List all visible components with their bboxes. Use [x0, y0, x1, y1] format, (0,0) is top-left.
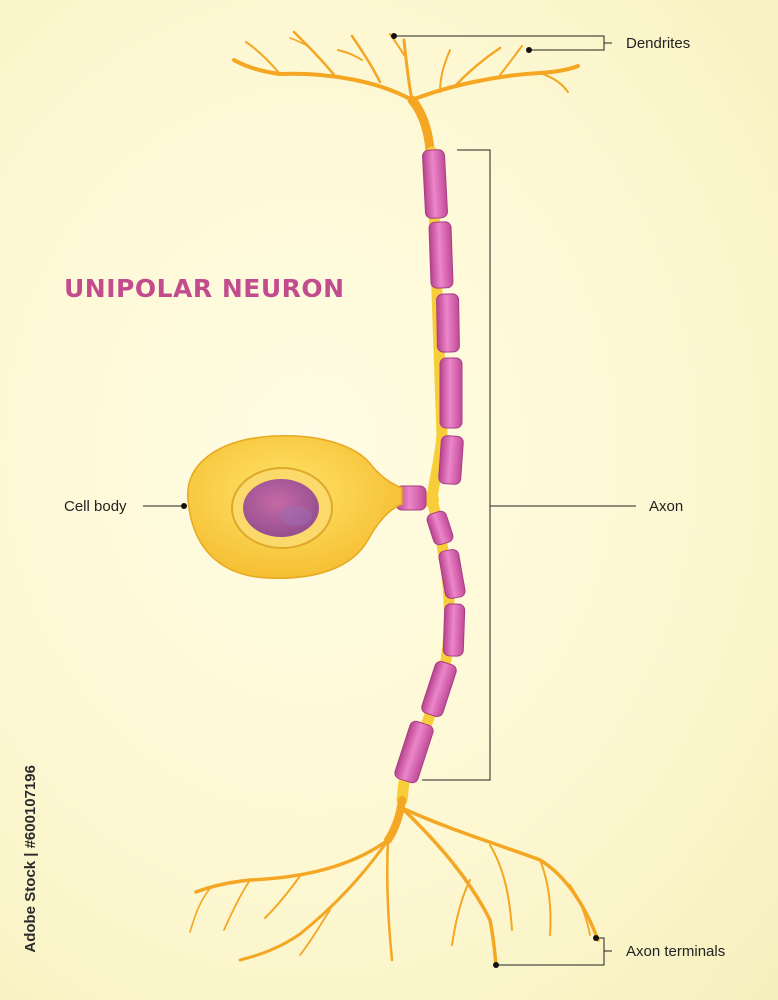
diagram-title: UNIPOLAR NEURON: [64, 274, 345, 303]
myelin-segment: [426, 510, 454, 546]
dendrites-pointer-dot: [391, 33, 397, 39]
nucleus: [243, 479, 319, 537]
axon-terminals: [189, 796, 600, 967]
axon-terminals-bracket: [496, 937, 605, 966]
leader-lines: [143, 33, 636, 968]
myelin-segment: [438, 549, 466, 599]
dendrites-pointer-dot: [526, 47, 532, 53]
axon-bracket: [422, 149, 491, 781]
myelin-segment: [394, 720, 434, 784]
cell-body: [187, 435, 403, 579]
myelin-segment: [442, 603, 466, 657]
dendrites-label: Dendrites: [626, 35, 691, 52]
stock-watermark: Adobe Stock | #600107196: [22, 765, 39, 953]
axon-label: Axon: [649, 498, 684, 515]
myelin-segment: [438, 435, 464, 485]
axon-terminals-label: Axon terminals: [626, 943, 726, 960]
myelin-sheath: [394, 149, 466, 784]
myelin-segment: [436, 293, 460, 353]
axon-terminals-pointer-dot: [593, 935, 599, 941]
myelin-segment: [428, 221, 454, 289]
dendrites: [232, 30, 580, 155]
axon-terminals-pointer-dot: [493, 962, 499, 968]
myelin-segment: [422, 149, 448, 219]
cell-body-pointer-dot: [181, 503, 187, 509]
myelin-segment: [421, 660, 457, 718]
cell-body-label: Cell body: [64, 498, 127, 515]
myelin-segment: [439, 357, 463, 429]
